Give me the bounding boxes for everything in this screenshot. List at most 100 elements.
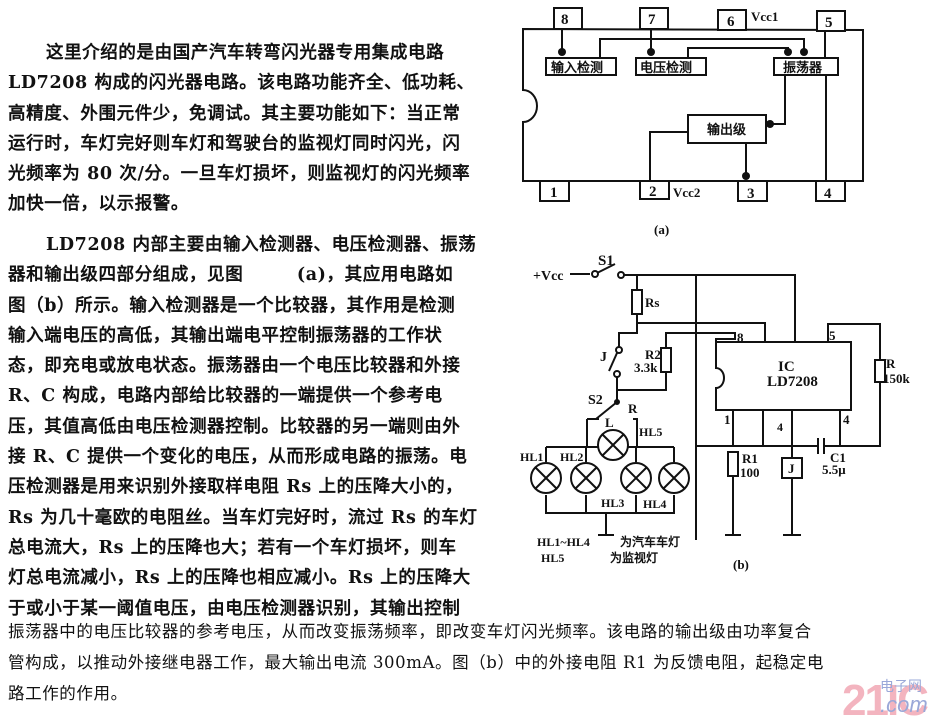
j-contact-b [613, 370, 621, 378]
wire-osc-output [766, 75, 786, 128]
wire-rs-ic [636, 314, 766, 342]
pin-box-4 [815, 180, 846, 202]
pin4b-label: 4 [843, 412, 850, 427]
block-oscillator [773, 57, 839, 76]
switch-r-label: R [628, 401, 638, 416]
text-line: 加快一倍，以示报警。 [8, 194, 189, 215]
text-line: 图（b）所示。输入检测器是一个比较器，其作用是检测 [8, 295, 456, 316]
ic-part-label: LD7208 [767, 374, 818, 390]
vcc1-label: Vcc1 [751, 9, 778, 24]
text-line: 压，其值高低由电压检测器控制。比较器的另一端则由外 [8, 416, 461, 437]
text-line: 压检测器是用来识别外接取样电阻 Rs 上的压降大小的， [8, 477, 464, 498]
s1-contact-a [591, 270, 599, 278]
ic-ld7208-body [715, 341, 852, 411]
block-label-oscillator: 振荡器 [783, 60, 823, 76]
note-right-2: 为监视灯 [610, 550, 658, 565]
resistor-rs [631, 289, 643, 315]
switch-l-label: L [605, 415, 614, 430]
block-input-detector [545, 57, 617, 76]
lamp-hl5 [597, 429, 629, 461]
r2-label: R2 [645, 347, 661, 362]
wire-output-pin2 [649, 131, 688, 181]
figure-a-block-diagram [522, 7, 864, 202]
text-line: 输入端电压的高低，其输出端电平控制振荡器的工作状 [8, 325, 443, 346]
figure-a-labels: 8 7 6 Vcc1 5 1 2 Vcc2 3 4 输入检测 电压检测 振荡器 … [550, 9, 833, 237]
pin-label-2: 2 [649, 184, 657, 200]
relay-label: J [788, 461, 795, 476]
pin-label-4: 4 [824, 186, 832, 202]
text-line: 路工作的作用。 [8, 684, 128, 703]
watermark-cn: 电子网 [880, 679, 922, 695]
s2-label: S2 [588, 393, 603, 408]
pin-box-8 [553, 7, 583, 30]
lamp-hl4 [658, 462, 690, 494]
pin-label-7: 7 [648, 12, 656, 28]
wire-lamp-bus-bottom [545, 495, 675, 514]
wire-top-rail [624, 274, 796, 342]
r2-value: 3.3k [634, 360, 658, 375]
s1-blade [596, 263, 616, 274]
s2-blade [595, 401, 618, 420]
pin1-label: 1 [724, 412, 731, 427]
wire-input-osc [599, 38, 808, 58]
resistor-r2 [660, 347, 672, 373]
paragraph-intro: 这里介绍的是由国产汽车转弯闪光器专用集成电路 LD7208 构成的闪光器电路。该… [8, 38, 475, 220]
watermark-logo: 21IC [842, 676, 929, 725]
text-line: 光频率为 80 次/分。一旦车灯损坏，则监视灯的闪光频率 [8, 164, 471, 185]
j-switch-label: J [600, 350, 607, 365]
c1-label: C1 [830, 450, 846, 465]
text-line: 态，即充电或放电状态。振荡器由一个电压比较器和外接 [8, 356, 461, 377]
ground-lamps [598, 513, 614, 536]
text-line: 于或小于某一阈值电压，由电压检测器识别，其输出控制 [8, 598, 461, 619]
text-line: 这里介绍的是由国产汽车转弯闪光器专用集成电路 [46, 43, 445, 63]
capacitor-c1 [817, 438, 825, 454]
pin-label-3: 3 [747, 186, 755, 202]
paragraph-internals: LD7208 内部主要由输入检测器、电压检测器、振荡 器和输出级四部分组成，见图… [8, 230, 477, 624]
c1-value: 5.5μ [822, 462, 846, 477]
s1-contact-b [617, 271, 625, 279]
text-line: 运行时，车灯完好则车灯和驾驶台的监视灯同时闪光，闪 [8, 133, 461, 154]
text-line: 接 R、C 提供一个变化的电压，从而形成电路的振荡。电 [8, 447, 468, 468]
note-left-2: HL5 [541, 551, 564, 565]
lamp-label-hl5: HL5 [639, 425, 662, 439]
s2-contact-l [586, 418, 599, 447]
pin8-label: 8 [737, 330, 744, 345]
pin-box-7 [639, 7, 669, 30]
text-line: R、C 构成，电路内部给比较器的一端提供一个参考电 [8, 386, 443, 407]
wire-pin5 [827, 323, 881, 360]
pin5-label: 5 [829, 328, 836, 343]
s1-label: S1 [598, 253, 614, 269]
s2-contact-r [633, 418, 638, 447]
watermark-domain: .com [880, 692, 928, 717]
pin-box-2 [639, 180, 670, 200]
paragraph-output: 振荡器中的电压比较器的参考电压，从而改变振荡频率，即改变车灯闪光频率。该电路的输… [8, 616, 824, 709]
pin-label-1: 1 [550, 185, 558, 201]
r-value: 150k [883, 371, 911, 386]
supply-label: +Vcc [533, 269, 564, 284]
note-left-1: HL1~HL4 [537, 535, 590, 549]
text-line: 管构成，以推动外接继电器工作，最大输出电流 300mA。图（b）中的外接电阻 R… [8, 653, 824, 672]
ic-label: IC [778, 359, 795, 375]
text-line: LD7208 内部主要由输入检测器、电压检测器、振荡 [46, 235, 477, 255]
lamp-label-hl2: HL2 [560, 450, 583, 464]
note-right-1: 为汽车车灯 [620, 534, 680, 549]
block-label-voltage-detector: 电压检测 [640, 60, 692, 76]
wire-voltage-osc [687, 47, 792, 58]
text-line: 高精度、外围元件少，免调试。其主要功能如下：当正常 [8, 103, 461, 124]
block-voltage-detector [635, 57, 707, 76]
ic-package-outline [522, 27, 864, 182]
lamp-label-hl4: HL4 [643, 497, 666, 511]
j-contact-a [615, 346, 623, 354]
wire-r-c1 [840, 382, 881, 447]
ground-relay [783, 478, 801, 536]
text-line: 灯总电流减小，Rs 上的压降也相应减小。Rs 上的压降大 [8, 568, 471, 589]
pin-box-5 [816, 10, 846, 32]
pin4a-label: 4 [777, 420, 783, 434]
figure-b-caption: (b) [733, 557, 749, 572]
text-line: 振荡器中的电压比较器的参考电压，从而改变振荡频率，即改变车灯闪光频率。该电路的输… [8, 622, 812, 641]
rs-label: Rs [645, 295, 659, 310]
r1-value: 100 [740, 465, 760, 480]
r1-label: R1 [742, 451, 758, 466]
pin-box-6 [717, 9, 747, 31]
